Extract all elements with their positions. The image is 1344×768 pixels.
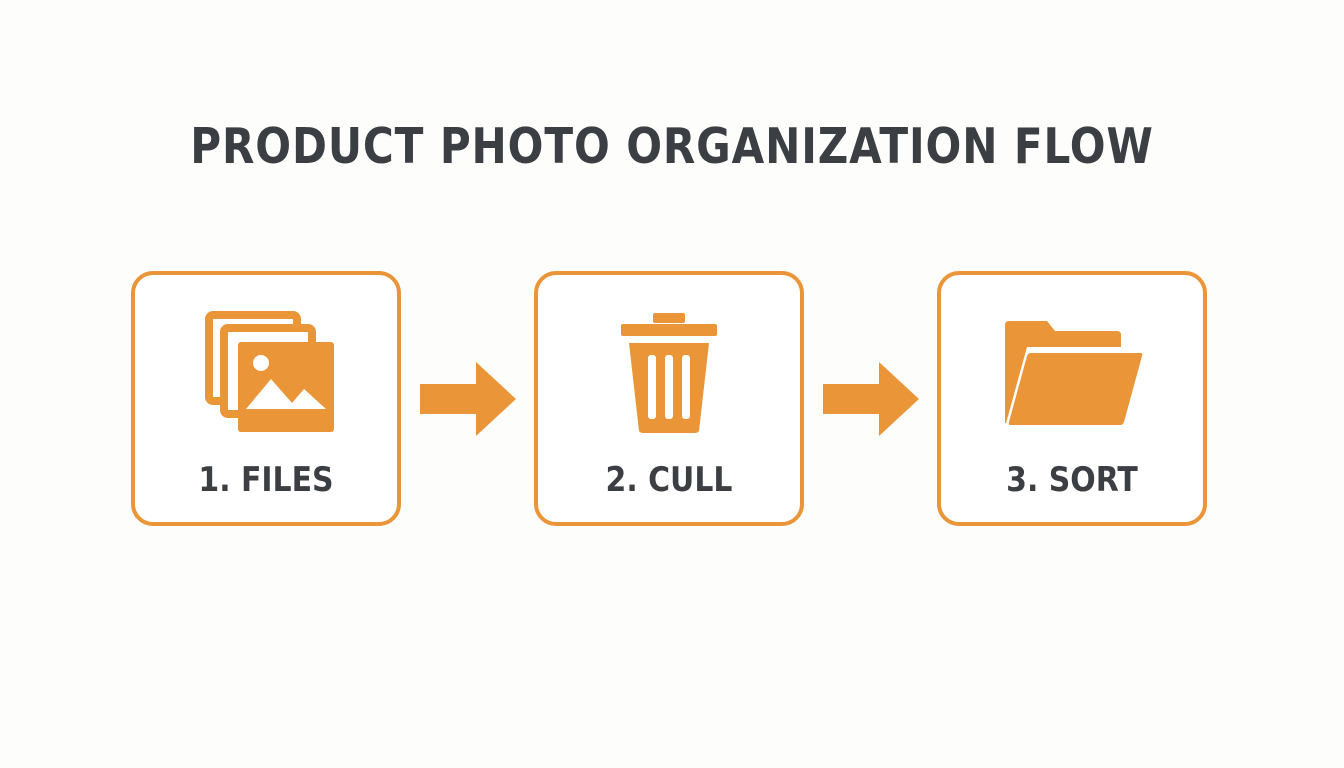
step-cull: 2. CULL bbox=[534, 271, 804, 526]
step-label: 3. SORT bbox=[1006, 460, 1138, 500]
step-files: 1. FILES bbox=[131, 271, 401, 526]
step-sort: 3. SORT bbox=[937, 271, 1207, 526]
arrow-right-icon bbox=[823, 360, 921, 438]
diagram-title: PRODUCT PHOTO ORGANIZATION FLOW bbox=[190, 118, 1154, 175]
arrow-right-icon bbox=[420, 360, 518, 438]
trash-can-icon bbox=[538, 305, 800, 435]
image-stack-icon bbox=[135, 305, 397, 435]
folder-icon bbox=[941, 305, 1203, 435]
step-label: 2. CULL bbox=[605, 460, 733, 500]
step-label: 1. FILES bbox=[198, 460, 334, 500]
